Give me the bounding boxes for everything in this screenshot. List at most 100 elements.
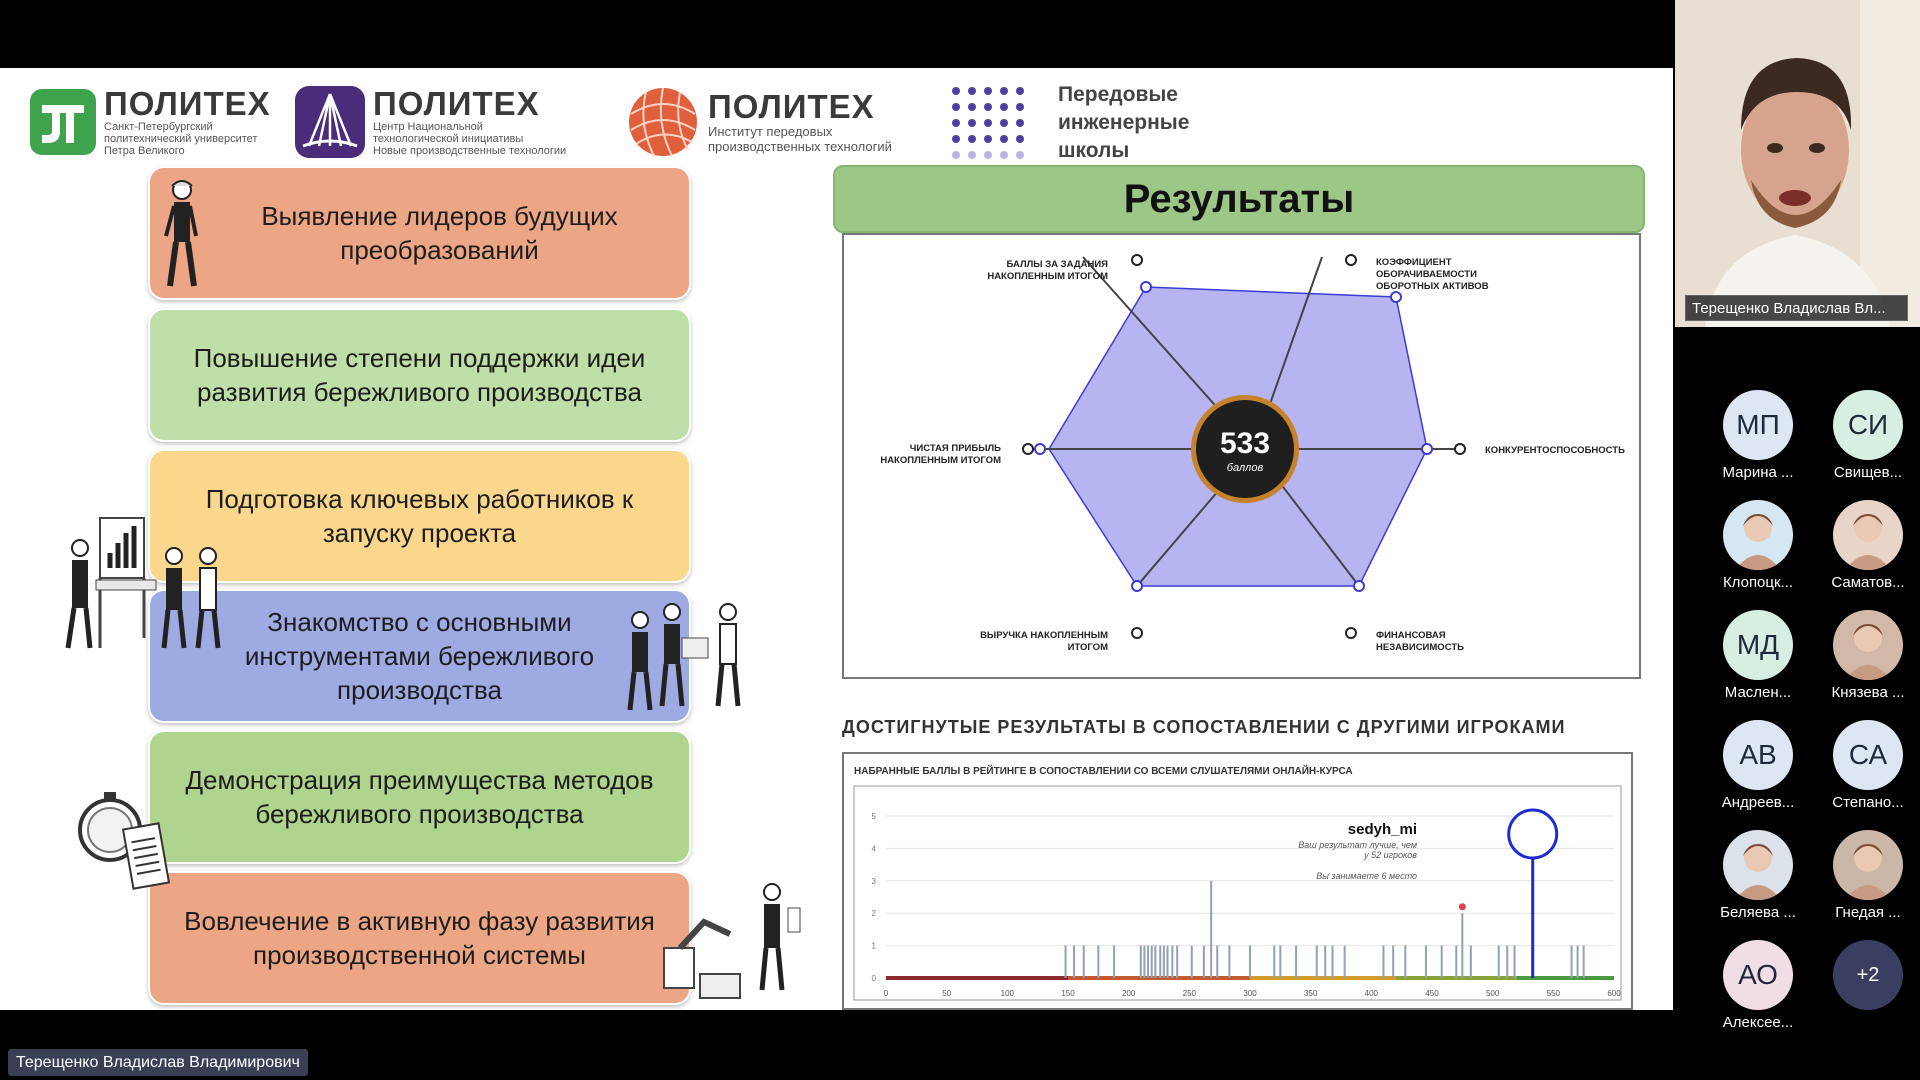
card-engagement: Вовлечение в активную фазу развития прои… xyxy=(148,871,691,1005)
x-tick-label: 500 xyxy=(1486,989,1500,998)
ranking-bar xyxy=(1273,945,1276,978)
ranking-bar xyxy=(1113,945,1116,978)
ranking-user: sedyh_mi xyxy=(1348,821,1417,838)
y-tick-label: 3 xyxy=(872,877,877,886)
robot-arm-worker-icon xyxy=(663,883,801,999)
participant-name: Степано... xyxy=(1832,794,1904,811)
ranking-bar xyxy=(1497,945,1500,978)
ranking-bar xyxy=(1513,945,1516,978)
ranking-bar xyxy=(1582,945,1585,978)
x-tick-label: 100 xyxy=(1001,989,1015,998)
ranking-bar xyxy=(1154,945,1157,978)
ranking-bar xyxy=(1143,945,1146,978)
card-leaders: Выявление лидеров будущих преобразований xyxy=(148,166,691,300)
baseline-segment xyxy=(1250,976,1396,980)
ranking-bar xyxy=(1279,945,1282,978)
globe-logo-icon xyxy=(629,87,697,157)
participant-name: Свищев... xyxy=(1833,464,1903,481)
ranking-bar xyxy=(1150,945,1153,978)
participant-tile[interactable]: Клопоцк... xyxy=(1703,500,1813,600)
radar-axis-end xyxy=(1131,254,1143,266)
x-tick-label: 250 xyxy=(1183,989,1197,998)
avatar: СА xyxy=(1833,720,1903,790)
participant-tile[interactable]: Князева ... xyxy=(1813,610,1920,710)
more-participants-button[interactable]: +2 xyxy=(1813,940,1920,1040)
logo-spbpu: ПОЛИТЕХ Санкт-Петербургский политехничес… xyxy=(30,82,271,162)
participant-tile[interactable]: Саматов... xyxy=(1813,500,1920,600)
ranking-bar xyxy=(1506,945,1509,978)
dots-logo-icon xyxy=(952,87,1024,159)
avatar: АВ xyxy=(1723,720,1793,790)
radar-vertex xyxy=(1421,443,1433,455)
ranking-bar xyxy=(1382,945,1385,978)
ranking-bar xyxy=(1166,945,1169,978)
results-title: Результаты xyxy=(833,165,1645,233)
participant-tile[interactable]: Гнедая ... xyxy=(1813,830,1920,930)
card-text: Демонстрация преимущества методов бережл… xyxy=(185,765,654,829)
speaker-tag: Терещенко Владислав Владимирович xyxy=(8,1049,308,1076)
radar-vertex xyxy=(1131,580,1143,592)
radar-axis-end xyxy=(1345,627,1357,639)
ranking-bar xyxy=(1216,945,1219,978)
ranking-chart-box: НАБРАННЫЕ БАЛЛЫ В РЕЙТИНГЕ В СОПОСТАВЛЕН… xyxy=(842,752,1633,1010)
x-tick-label: 150 xyxy=(1061,989,1075,998)
card-text: Повышение степени поддержки идеи развити… xyxy=(193,343,646,407)
participant-name: Саматов... xyxy=(1831,574,1905,591)
participant-tile[interactable]: МП Марина ... xyxy=(1703,390,1813,490)
ranking-bar xyxy=(1190,945,1193,978)
logo-title: ПОЛИТЕХ xyxy=(104,85,271,122)
logo-line: Санкт-Петербургский xyxy=(104,121,213,133)
nti-logo-icon xyxy=(295,86,365,158)
score-value: 533 xyxy=(1220,427,1270,460)
ranking-bar xyxy=(1064,945,1067,978)
ranking-chart: НАБРАННЫЕ БАЛЛЫ В РЕЙТИНГЕ В СОПОСТАВЛЕН… xyxy=(853,764,1622,1001)
ranking-bar xyxy=(1331,945,1334,978)
avatar: МП xyxy=(1723,390,1793,460)
participant-name: Марина ... xyxy=(1722,464,1794,481)
ranking-bar xyxy=(1171,945,1174,978)
speaker-video[interactable]: Терещенко Владислав Вл... xyxy=(1675,0,1920,327)
card-tools: Знакомство с основными инструментами бер… xyxy=(148,589,691,723)
participant-tile[interactable]: СА Степано... xyxy=(1813,720,1920,820)
radar-vertex xyxy=(1034,443,1046,455)
participant-name: Гнедая ... xyxy=(1835,904,1901,921)
card-text: Подготовка ключевых работников к запуску… xyxy=(205,484,634,548)
ranking-bar xyxy=(1082,945,1085,978)
avatar: +2 xyxy=(1833,940,1903,1010)
user-marker-circle xyxy=(1507,808,1559,860)
ranking-bar xyxy=(1210,880,1213,978)
ranking-bar xyxy=(1073,945,1076,978)
logo-line: Петра Великого xyxy=(104,145,185,157)
ranking-bar xyxy=(1392,945,1395,978)
ranking-bar xyxy=(1139,945,1142,978)
y-tick-label: 0 xyxy=(872,974,877,983)
card-text: Вовлечение в активную фазу развития прои… xyxy=(184,906,655,970)
participant-name: Князева ... xyxy=(1831,684,1905,701)
x-tick-label: 300 xyxy=(1243,989,1257,998)
shared-slide: ПОЛИТЕХ Санкт-Петербургский политехничес… xyxy=(0,68,1673,1010)
x-tick-label: 400 xyxy=(1365,989,1379,998)
radar-vertex xyxy=(1390,291,1402,303)
baseline-segment xyxy=(886,976,1068,980)
ranking-bar xyxy=(1202,945,1205,978)
radar-vertex xyxy=(1140,281,1152,293)
spbpu-logo-icon xyxy=(30,89,96,155)
avatar-photo xyxy=(1723,500,1793,570)
radar-axis-end xyxy=(1454,443,1466,455)
card-training: Подготовка ключевых работников к запуску… xyxy=(148,449,691,583)
participants-panel: Терещенко Владислав Вл... МП Марина ... СИ… xyxy=(1673,0,1920,1080)
participant-tile[interactable]: Беляева ... xyxy=(1703,830,1813,930)
card-text: Знакомство с основными инструментами бер… xyxy=(244,607,595,705)
ranking-bar xyxy=(1324,945,1327,978)
logo-line: Институт передовых xyxy=(708,124,833,139)
workers-board-icon xyxy=(65,517,221,649)
avatar-photo xyxy=(1723,830,1793,900)
